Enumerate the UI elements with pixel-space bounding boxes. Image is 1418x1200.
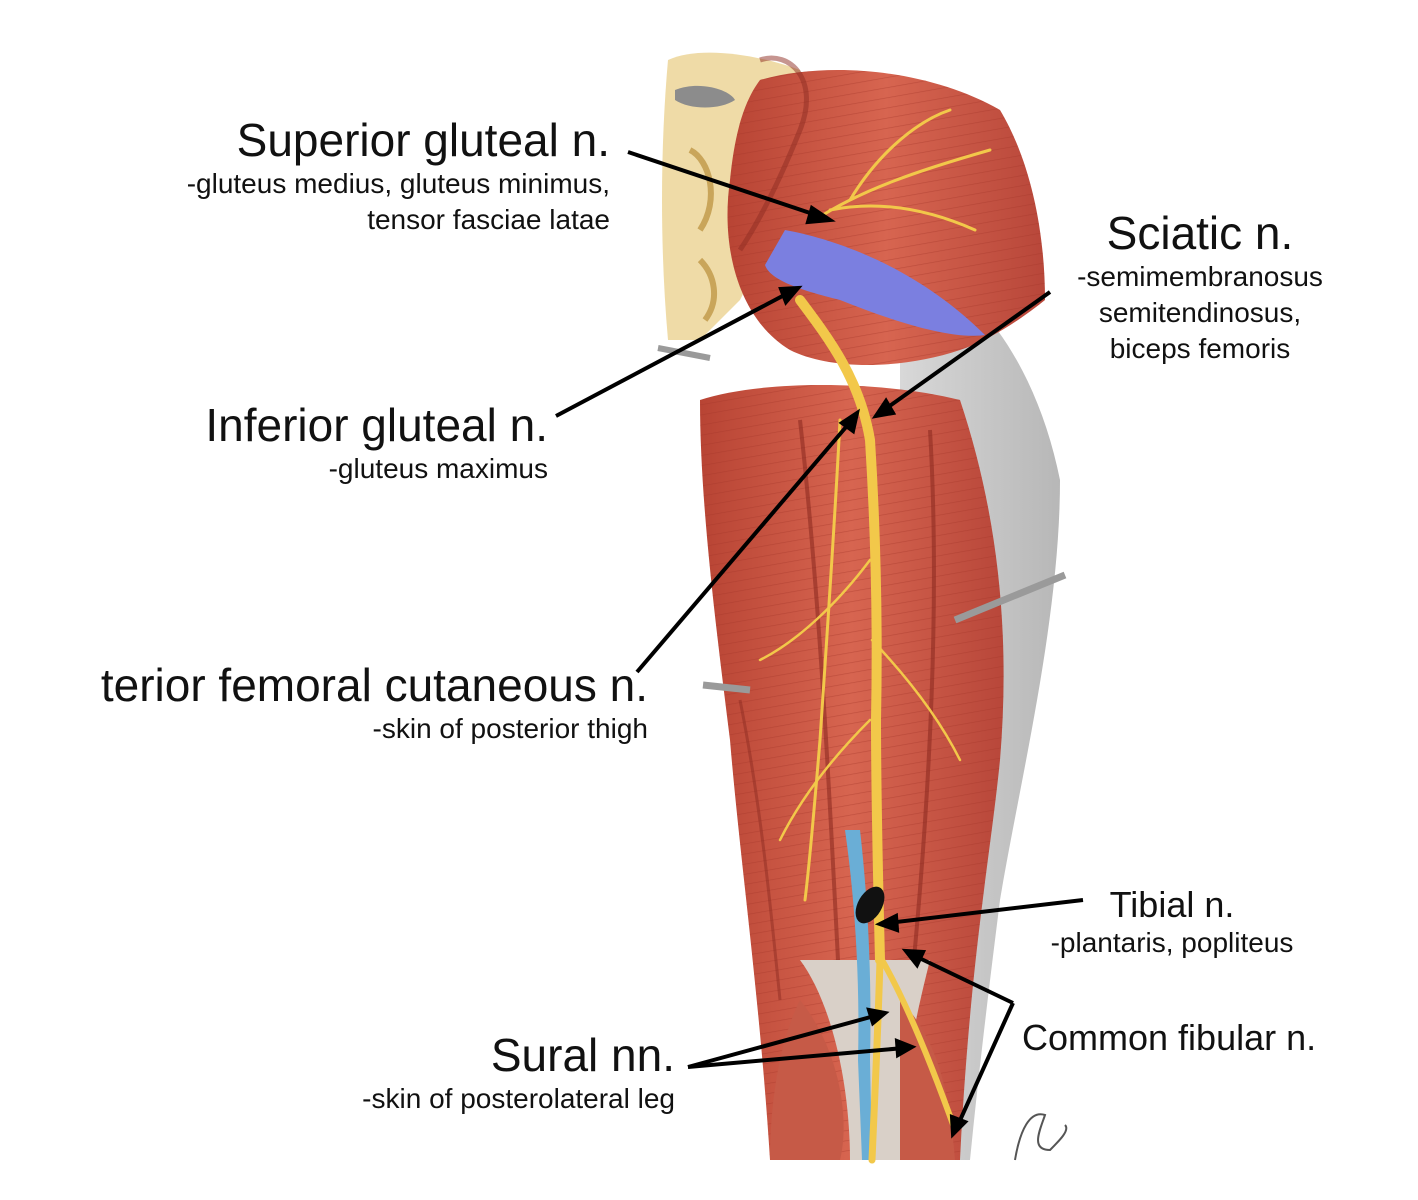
sciatic-desc-2: semitendinosus, [1050, 295, 1350, 331]
inferior-gluteal-title: Inferior gluteal n. [205, 400, 548, 451]
sciatic-title: Sciatic n. [1050, 208, 1350, 259]
tibial-desc-1: -plantaris, popliteus [1022, 925, 1322, 961]
label-inferior-gluteal: Inferior gluteal n. -gluteus maximus [205, 400, 548, 487]
label-tibial: Tibial n. -plantaris, popliteus [1022, 885, 1322, 961]
sural-desc-1: -skin of posterolateral leg [362, 1081, 675, 1117]
artist-signature [1015, 1114, 1066, 1160]
label-sural: Sural nn. -skin of posterolateral leg [362, 1030, 675, 1117]
common-fibular-title: Common fibular n. [1022, 1018, 1316, 1058]
tibial-title: Tibial n. [1022, 885, 1322, 925]
sciatic-desc-3: biceps femoris [1050, 331, 1350, 367]
label-superior-gluteal: Superior gluteal n. -gluteus medius, glu… [187, 115, 610, 238]
label-sciatic: Sciatic n. -semimembranosus semitendinos… [1050, 208, 1350, 368]
label-posterior-femoral-cutaneous: terior femoral cutaneous n. -skin of pos… [101, 660, 648, 747]
superior-gluteal-desc-2: tensor fasciae latae [187, 202, 610, 238]
retractor-3 [703, 685, 750, 690]
posterior-femoral-cutaneous-title: terior femoral cutaneous n. [101, 660, 648, 711]
sural-title: Sural nn. [362, 1030, 675, 1081]
posterior-femoral-cutaneous-desc-1: -skin of posterior thigh [101, 711, 648, 747]
label-common-fibular: Common fibular n. [1022, 1018, 1316, 1058]
superior-gluteal-title: Superior gluteal n. [187, 115, 610, 166]
sciatic-desc-1: -semimembranosus [1050, 259, 1350, 295]
superior-gluteal-desc-1: -gluteus medius, gluteus minimus, [187, 166, 610, 202]
inferior-gluteal-desc-1: -gluteus maximus [205, 451, 548, 487]
